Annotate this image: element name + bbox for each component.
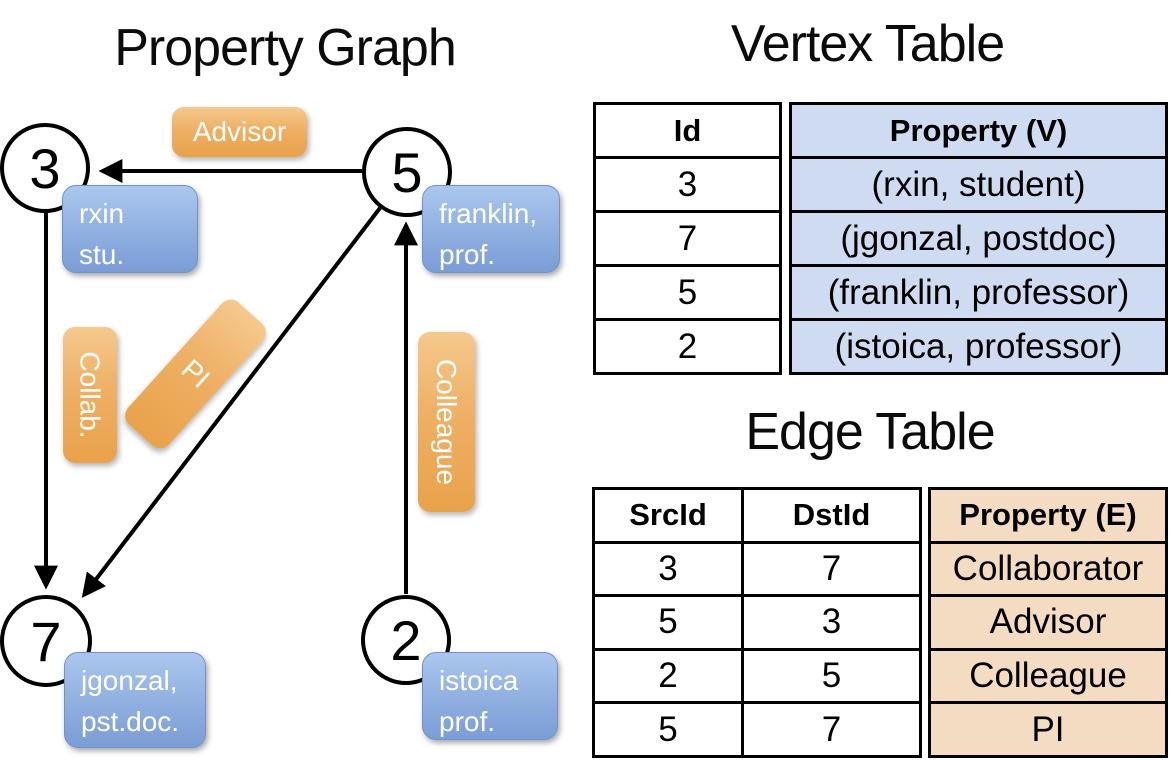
edge-table-header-property: Property (E) bbox=[931, 490, 1165, 541]
edge-label-text: PI bbox=[175, 353, 217, 395]
node-id-label: 2 bbox=[390, 608, 422, 672]
edge-table-header-srcid: SrcId bbox=[595, 490, 744, 541]
table-row: 5 3 bbox=[595, 594, 919, 648]
table-cell: Colleague bbox=[931, 647, 1165, 702]
edge-table-header-dstid: DstId bbox=[792, 497, 871, 533]
vertex-table-id-column: Id 3 7 5 2 bbox=[593, 102, 782, 375]
table-row: 3 7 bbox=[595, 540, 919, 595]
table-cell: 5 bbox=[595, 597, 744, 648]
edge-arrow-5-to-7 bbox=[81, 206, 382, 598]
vertex-property-line: prof. bbox=[439, 238, 496, 270]
vertex-property-line: istoica bbox=[439, 665, 519, 696]
table-cell: 3 bbox=[596, 156, 779, 210]
edge-table-header-row: SrcId DstId bbox=[595, 490, 919, 541]
vertex-property-box-franklin: franklin, prof. bbox=[422, 185, 560, 273]
table-cell: PI bbox=[931, 701, 1165, 755]
vertex-property-line: stu. bbox=[79, 238, 125, 270]
table-row: 5 7 bbox=[595, 701, 919, 755]
vertex-table-header-property: Property (V) bbox=[792, 105, 1165, 156]
edge-label-collab: Collab. bbox=[63, 327, 117, 463]
vertex-property-box-istoica: istoica prof. bbox=[422, 652, 558, 740]
graph-edges-canvas bbox=[34, 159, 418, 598]
node-id-label: 3 bbox=[29, 136, 61, 200]
table-cell: 5 bbox=[596, 264, 779, 318]
vertex-property-line: rxin bbox=[79, 198, 125, 229]
table-cell: 2 bbox=[596, 318, 779, 372]
table-cell: 2 bbox=[595, 650, 744, 702]
table-cell: 3 bbox=[821, 602, 842, 642]
vertex-property-box-jgonzal: jgonzal, pst.doc. bbox=[64, 652, 206, 748]
table-row: 2 5 bbox=[595, 647, 919, 702]
vertex-table-title: Vertex Table bbox=[730, 15, 1005, 73]
edge-table-property-column: Property (E) Collaborator Advisor Collea… bbox=[928, 487, 1168, 758]
table-cell: (rxin, student) bbox=[792, 156, 1165, 210]
vertex-property-line: prof. bbox=[439, 705, 496, 737]
table-cell: 7 bbox=[596, 210, 779, 264]
table-cell: 7 bbox=[821, 709, 842, 749]
table-cell: (jgonzal, postdoc) bbox=[792, 210, 1165, 264]
edge-label-advisor: Advisor bbox=[172, 107, 307, 157]
vertex-table-header-id: Id bbox=[673, 112, 702, 148]
table-cell: Collaborator bbox=[931, 540, 1165, 595]
table-cell: 5 bbox=[595, 704, 744, 755]
node-id-label: 5 bbox=[391, 140, 423, 204]
vertex-property-line: jgonzal, bbox=[81, 665, 178, 696]
table-cell: (istoica, professor) bbox=[792, 318, 1165, 372]
graph-node-5: 5 bbox=[362, 127, 452, 217]
edge-table-src-dst-columns: SrcId DstId 3 7 5 3 2 5 5 7 bbox=[592, 487, 922, 758]
edge-label-text: Advisor bbox=[192, 116, 287, 147]
edge-label-colleague: Colleague bbox=[418, 332, 475, 512]
table-cell: Advisor bbox=[931, 594, 1165, 648]
table-cell: 7 bbox=[821, 548, 842, 588]
table-cell: 3 bbox=[595, 543, 744, 595]
vertex-table-property-column: Property (V) (rxin, student) (jgonzal, p… bbox=[789, 102, 1168, 375]
node-id-label: 7 bbox=[30, 609, 62, 673]
vertex-property-box-rxin: rxin stu. bbox=[62, 185, 198, 273]
edge-table-title: Edge Table bbox=[745, 403, 995, 461]
vertex-property-line: pst.doc. bbox=[81, 705, 180, 737]
edge-label-text: Colleague bbox=[431, 358, 463, 486]
table-cell: 5 bbox=[821, 656, 842, 696]
edge-label-text: Collab. bbox=[75, 351, 107, 439]
vertex-property-line: franklin, bbox=[439, 198, 538, 229]
property-graph-title: Property Graph bbox=[114, 19, 457, 77]
graph-node-2: 2 bbox=[361, 595, 451, 685]
table-cell: (franklin, professor) bbox=[792, 264, 1165, 318]
